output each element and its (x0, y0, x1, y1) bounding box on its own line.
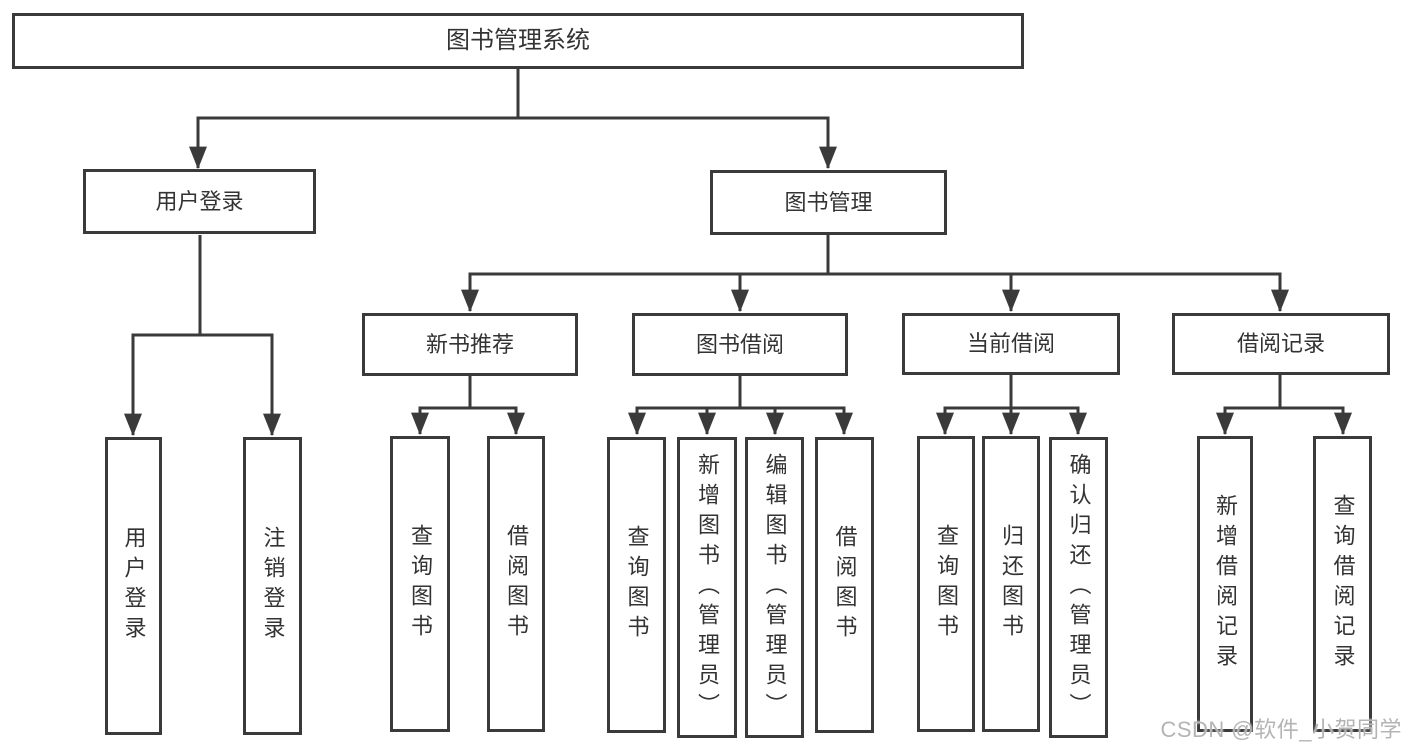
node-rec-query-label: 查询借阅记录 (1330, 494, 1356, 674)
node-cur-query: 查询图书 (917, 436, 975, 732)
node-current: 当前借阅 (902, 313, 1120, 375)
node-book-mgmt-label: 图书管理 (784, 189, 873, 215)
node-bw-query: 查询图书 (607, 437, 666, 733)
node-records-label: 借阅记录 (1236, 331, 1325, 356)
node-borrow: 图书借阅 (632, 313, 848, 376)
node-bw-borrow: 借阅图书 (815, 437, 874, 733)
node-nb-borrow-label: 借阅图书 (504, 524, 529, 644)
node-cur-query-label: 查询图书 (934, 524, 959, 644)
node-new-books: 新书推荐 (362, 313, 578, 376)
node-bw-edit-label: 编辑图书（管理员） (762, 452, 788, 723)
node-bw-edit: 编辑图书（管理员） (745, 437, 804, 738)
node-logout: 注销登录 (243, 437, 302, 735)
node-current-label: 当前借阅 (966, 331, 1055, 356)
csdn-watermark: CSDN @软件_小贺同学 (1160, 717, 1402, 742)
node-rec-query: 查询借阅记录 (1313, 436, 1372, 732)
node-bw-add-label: 新增图书（管理员） (695, 452, 720, 723)
node-logout-label: 注销登录 (260, 526, 286, 646)
node-nb-query-label: 查询图书 (408, 524, 433, 644)
node-nb-borrow: 借阅图书 (487, 436, 545, 732)
node-cur-confirm-label: 确认归还（管理员） (1066, 452, 1092, 723)
node-cur-return: 归还图书 (982, 436, 1040, 732)
node-borrow-label: 图书借阅 (695, 331, 784, 357)
node-bw-borrow-label: 借阅图书 (832, 525, 858, 645)
node-cur-confirm: 确认归还（管理员） (1049, 437, 1108, 738)
node-nb-query: 查询图书 (390, 436, 450, 732)
arrow-lines (124, 118, 1352, 437)
node-user-login-label: 用户登录 (155, 188, 244, 214)
node-rec-add-label: 新增借阅记录 (1213, 494, 1238, 674)
node-book-mgmt: 图书管理 (710, 170, 947, 235)
node-bw-query-label: 查询图书 (624, 525, 650, 645)
node-root-label: 图书管理系统 (446, 27, 590, 54)
node-cur-return-label: 归还图书 (999, 524, 1024, 644)
node-records: 借阅记录 (1172, 313, 1390, 375)
node-login: 用户登录 (105, 437, 162, 735)
node-login-label: 用户登录 (121, 526, 147, 646)
node-root: 图书管理系统 (12, 13, 1024, 69)
node-user-login: 用户登录 (83, 169, 316, 234)
node-bw-add: 新增图书（管理员） (677, 437, 737, 738)
node-rec-add: 新增借阅记录 (1197, 436, 1253, 732)
node-new-books-label: 新书推荐 (425, 331, 514, 357)
